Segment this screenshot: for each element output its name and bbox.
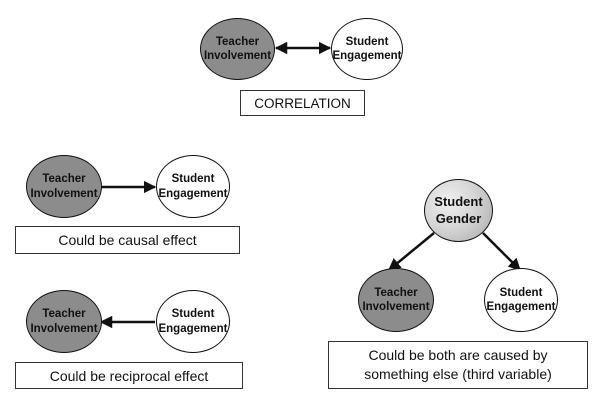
node-label: Teacher [215, 35, 260, 48]
node-label: Gender [435, 210, 482, 226]
correlation-label-box: CORRELATION [240, 90, 365, 116]
third-variable-label-line2: something else (third variable) [364, 366, 552, 382]
third-teacher-node: Teacher Involvement [358, 268, 434, 332]
gender-to-teacher-arrow [388, 232, 435, 271]
third-variable-label-box: Could be both are caused by something el… [328, 341, 588, 389]
node-label: Involvement [30, 322, 98, 335]
node-label: Teacher [42, 308, 86, 321]
node-label: Engagement [158, 187, 228, 200]
gender-to-student-arrow [482, 232, 521, 271]
reciprocal-teacher-node: Teacher Involvement [26, 290, 102, 353]
node-label: Student [171, 308, 215, 321]
correlation-label: CORRELATION [254, 95, 351, 111]
third-student-node: Student Engagement [484, 268, 558, 332]
third-variable-label-line1: Could be both are caused by [368, 347, 548, 364]
causal-label-box: Could be causal effect [15, 226, 240, 254]
node-label: Student [434, 194, 483, 210]
node-label: Student [499, 286, 543, 299]
node-label: Involvement [203, 50, 272, 62]
node-label: Engagement [332, 50, 402, 62]
node-label: Involvement [30, 187, 98, 200]
correlation-teacher-node: Teacher Involvement [200, 18, 275, 80]
node-label: Student [171, 173, 215, 186]
node-label: Teacher [42, 173, 86, 186]
node-label: Engagement [158, 322, 228, 335]
node-label: Teacher [374, 286, 418, 299]
causal-teacher-node: Teacher Involvement [26, 155, 102, 218]
node-label: Involvement [362, 301, 430, 313]
node-label: Engagement [486, 301, 556, 313]
causal-student-node: Student Engagement [156, 155, 230, 218]
gender-node: Student Gender [424, 179, 493, 242]
correlation-student-node: Student Engagement [331, 18, 403, 80]
reciprocal-label: Could be reciprocal effect [49, 367, 209, 384]
node-label: Student [345, 35, 389, 48]
reciprocal-student-node: Student Engagement [156, 290, 230, 353]
reciprocal-label-box: Could be reciprocal effect [15, 362, 243, 389]
causal-label: Could be causal effect [58, 232, 197, 248]
